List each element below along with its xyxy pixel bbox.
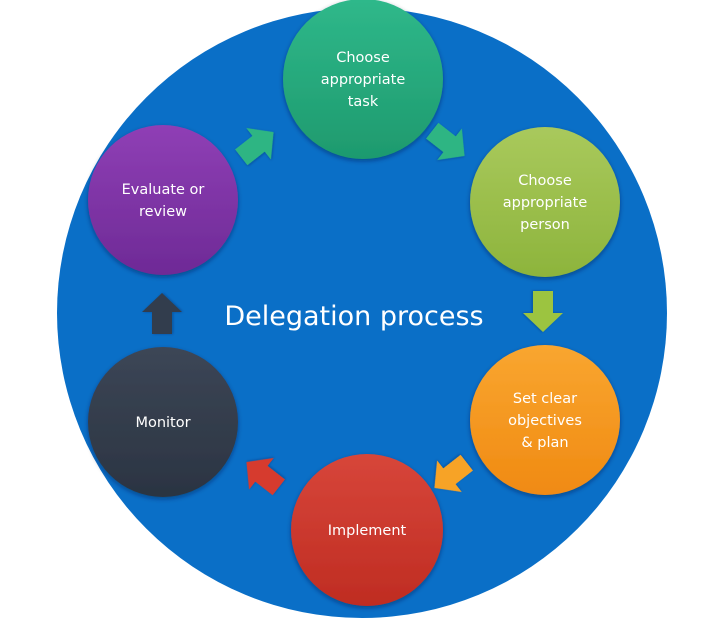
arrow-choose-person-to-set-objectives-icon: [523, 291, 563, 332]
node-circle: [291, 454, 443, 606]
arrow-evaluate-to-choose-task-icon: [235, 128, 274, 166]
node-evaluate: Evaluate or review: [88, 125, 238, 275]
node-set-objectives: Set clear objectives & plan: [470, 345, 620, 495]
node-label: task: [348, 94, 379, 110]
node-label: appropriate: [321, 72, 406, 88]
process-nodes: ChooseappropriatetaskChooseappropriatepe…: [88, 0, 620, 606]
node-label: objectives: [508, 413, 582, 429]
node-circle: [283, 0, 443, 159]
node-label: Choose: [518, 173, 572, 189]
node-label: Implement: [328, 523, 407, 539]
node-label: Choose: [336, 50, 390, 66]
node-label: Monitor: [135, 415, 190, 431]
node-label: person: [520, 217, 570, 233]
node-circle: [470, 345, 620, 495]
node-label: review: [139, 204, 187, 220]
arrow-choose-task-to-choose-person-icon: [426, 122, 465, 160]
node-monitor: Monitor: [88, 347, 238, 497]
node-circle: [470, 127, 620, 277]
arrow-implement-to-monitor-icon: [246, 458, 285, 496]
arrows: [142, 122, 563, 496]
node-label: appropriate: [503, 195, 588, 211]
node-choose-task: Choose appropriate task: [283, 0, 443, 159]
arrow-set-objectives-to-implement-icon: [434, 454, 473, 492]
node-circle: [88, 125, 238, 275]
node-label: Set clear: [513, 391, 577, 407]
node-choose-person: Choose appropriate person: [470, 127, 620, 277]
node-implement: Implement: [291, 454, 443, 606]
node-circle: [88, 347, 238, 497]
diagram-title: Delegation process: [224, 301, 483, 332]
arrow-monitor-to-evaluate-icon: [142, 293, 182, 334]
node-label: Evaluate or: [122, 182, 205, 198]
node-label: & plan: [521, 435, 568, 451]
